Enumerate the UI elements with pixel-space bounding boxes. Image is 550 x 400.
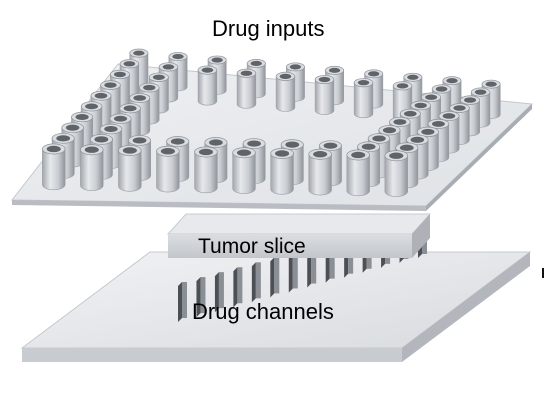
well-cylinder bbox=[236, 68, 257, 109]
tumor-slice-side-face bbox=[412, 214, 430, 258]
drug-inputs-label: Drug inputs bbox=[212, 16, 325, 41]
well-cylinder bbox=[384, 150, 408, 197]
channel-fin bbox=[288, 252, 298, 293]
well-cylinder bbox=[346, 149, 370, 197]
well-cylinder bbox=[156, 145, 180, 193]
channel-fin bbox=[214, 272, 224, 313]
tumor-slice-top-face bbox=[166, 213, 432, 235]
tumor-slice-front-face bbox=[168, 234, 412, 258]
well-cylinder bbox=[270, 148, 294, 195]
well-cylinder bbox=[353, 78, 374, 119]
channel-fin bbox=[233, 267, 243, 308]
channel-fin bbox=[251, 262, 261, 303]
tumor-slice-slab bbox=[166, 213, 432, 258]
well-cylinder bbox=[314, 74, 335, 115]
bottom-plate-front-edge bbox=[22, 348, 402, 362]
channel-fin bbox=[196, 277, 206, 318]
well-cylinder bbox=[42, 143, 66, 191]
drug-channels-label: Drug channels bbox=[192, 299, 334, 324]
edge-mark bbox=[542, 268, 544, 278]
bottom-plate bbox=[20, 251, 532, 362]
top-plate-side-edge bbox=[426, 104, 532, 211]
well-cylinder bbox=[118, 145, 142, 192]
bottom-plate-side-edge bbox=[402, 252, 530, 362]
tumor-slice-label: Tumor slice bbox=[198, 235, 306, 258]
channel-fin bbox=[178, 282, 187, 322]
top-plate-front-edge bbox=[12, 200, 426, 211]
well-cylinder bbox=[232, 147, 256, 194]
well-cylinder bbox=[80, 144, 104, 191]
well-cylinder bbox=[308, 148, 332, 196]
drug-input-wells bbox=[42, 48, 501, 197]
well-cylinder bbox=[275, 71, 296, 112]
well-cylinder bbox=[194, 146, 218, 194]
channel-fin bbox=[270, 257, 280, 298]
well-cylinder bbox=[197, 65, 218, 106]
